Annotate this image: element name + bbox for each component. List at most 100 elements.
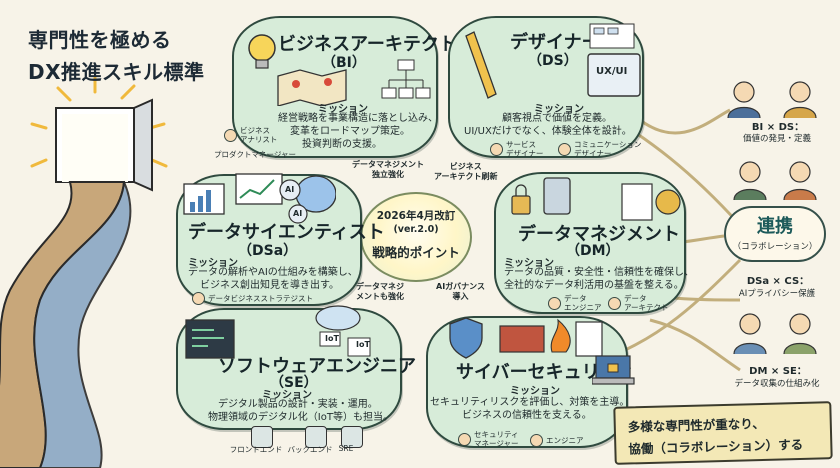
- card-data-scientist: AI AI データサイエンティスト （DSa） ミッション データの解析やAIの…: [176, 173, 385, 306]
- note-ai-governance: AIガバナンス 導入: [436, 282, 486, 301]
- card-title: ソフトウェアエンジニア: [218, 356, 416, 377]
- mission-label: ミッション: [504, 258, 554, 269]
- role-label: データビジネスストラテジスト: [208, 294, 313, 303]
- note-dm-independence: データマネジメント 独立強化: [352, 160, 424, 179]
- checklist-badge-icon: [621, 183, 681, 221]
- page-title-line1: 専門性を極める: [28, 28, 172, 52]
- role-data-architect: データ アーキテクト: [608, 294, 669, 312]
- collab-title: 連携: [757, 216, 793, 237]
- collab-pair-dsa-cs-sub: AIプライバシー保護: [738, 289, 816, 299]
- wireframe-icon: [589, 23, 635, 49]
- banner-line1: 多様な専門性が重なり、: [627, 415, 765, 435]
- role-label: データ アーキテクト: [624, 294, 669, 312]
- database-server-icon: [511, 177, 571, 215]
- person-avatar-icon: [608, 296, 621, 310]
- frontend-icon: [251, 426, 273, 448]
- backend-icon: [305, 426, 327, 448]
- role-label: プロダクトマネージャー: [214, 150, 296, 159]
- mission-line-1: デジタル製品の設計・実装・運用。: [218, 399, 378, 410]
- role-product-manager: プロダクトマネージャー: [214, 150, 296, 159]
- org-chart-icon: [381, 59, 431, 99]
- brain-icon: [279, 175, 336, 224]
- map-icon: [277, 69, 347, 106]
- role-data-business-strategist: データビジネスストラテジスト: [192, 292, 313, 305]
- mission-line-2: UI/UXだけでなく、体験全体を設計。: [464, 126, 632, 137]
- role-label: ビジネス アナリスト: [240, 126, 278, 144]
- mission-line-2: ビジネスの信頼性を支える。: [462, 410, 592, 421]
- card-designer: デザイナー （DS） UX/UI ミッション 顧客視点で価値を定義。 UI/UX…: [448, 16, 644, 158]
- role-security-manager: セキュリティ マネージャー: [458, 430, 519, 448]
- mission-line-2: 物理領域のデジタル化（IoT等）も担当。: [208, 412, 393, 423]
- code-editor-icon: [185, 319, 235, 359]
- note-dm-strengthen: データマネジ メントも強化: [356, 282, 404, 301]
- center-strategic-point: 2026年4月改訂 (ver.2.0) 戦略的ポイント: [360, 192, 472, 282]
- card-abbr: （SE）: [270, 375, 318, 391]
- card-title: データマネジメント: [518, 224, 680, 245]
- shield-icon: [449, 317, 483, 359]
- mission-label: ミッション: [318, 104, 368, 115]
- mission-line-2: ビジネス創出知見を導き出す。: [200, 280, 339, 291]
- mission-line-1: データの品質・安全性・信頼性を確保し、: [504, 267, 694, 278]
- sre-icon: [341, 426, 363, 448]
- iot-label: IoT: [356, 340, 370, 349]
- mission-line-3: 投資判断の支援。: [302, 139, 382, 150]
- ux-ui-label: UX/UI: [596, 66, 628, 77]
- collab-pair-bi-ds: BI × DS：: [751, 122, 805, 133]
- role-communication-designer: コミュニケーション デザイナー: [558, 140, 641, 158]
- mission-line-1: 顧客視点で価値を定義。: [502, 113, 612, 124]
- role-label: サービス デザイナー: [506, 140, 544, 158]
- collab-center: 連携 （コラボレーション）: [724, 206, 826, 262]
- card-software-engineer: IoT IoT ソフトウェアエンジニア （SE） ミッション デジタル製品の設計…: [176, 305, 416, 430]
- people-dsa-cs-icon: [733, 161, 817, 200]
- mission-label: ミッション: [262, 390, 312, 401]
- tool-sre: [322, 426, 363, 452]
- banner-line2: 協働（コラボレーション）する: [628, 436, 804, 457]
- collab-pair-dm-se: DM × SE：: [749, 366, 807, 377]
- role-label: エンジニア: [546, 436, 584, 445]
- page-title-line2: DX推進スキル標準: [28, 60, 205, 84]
- mission-line-2: 変革をロードマップ策定。: [290, 126, 410, 137]
- footer-banner: 多様な専門性が重なり、 協働（コラボレーション）する: [613, 401, 833, 465]
- chart-screen-icon: [183, 183, 225, 215]
- firewall-icon: [499, 325, 545, 353]
- center-line2: (ver.2.0): [393, 224, 439, 235]
- ux-ui-tablet-icon: [587, 53, 641, 97]
- role-engineer: エンジニア: [530, 434, 584, 447]
- mission-label: ミッション: [510, 386, 560, 397]
- person-avatar-icon: [490, 142, 503, 156]
- role-service-designer: サービス デザイナー: [490, 140, 543, 158]
- iot-label: IoT: [325, 334, 339, 343]
- mission-line-2: 全社的なデータ利活用の基盤を整える。: [504, 280, 684, 291]
- role-label: データ エンジニア: [564, 294, 602, 312]
- tool-backend: [286, 426, 327, 452]
- people-dm-se-icon: [733, 313, 817, 355]
- laptop-lock-icon: [592, 355, 635, 385]
- document-check-icon: [575, 321, 603, 357]
- card-abbr: （BI）: [322, 55, 366, 71]
- role-label: セキュリティ マネージャー: [474, 430, 519, 448]
- mission-label: ミッション: [188, 258, 238, 269]
- ai-label: AI: [293, 209, 303, 218]
- ai-screen-icon: [235, 173, 283, 205]
- collab-pair-dsa-cs: DSa × CS：: [746, 276, 810, 287]
- person-avatar-icon: [192, 292, 205, 305]
- mission-line-1: データの解析やAIの仕組みを構築し、: [188, 267, 358, 278]
- note-ba-renewal: ビジネス アーキテクト刷新: [434, 162, 498, 181]
- person-avatar-icon: [558, 142, 571, 156]
- door-icon: [55, 98, 153, 192]
- center-line1: 2026年4月改訂: [376, 210, 456, 222]
- card-title: デザイナー: [510, 32, 600, 53]
- mission-line-1: セキュリティリスクを評価し、対策を主導。: [430, 397, 630, 408]
- lightbulb-icon: [248, 34, 276, 69]
- security-icons: [449, 317, 603, 359]
- card-title: データサイエンティスト: [188, 222, 385, 243]
- mission-line-1: 経営戦略を事業構造に落とし込み、: [278, 113, 438, 124]
- ai-label: AI: [285, 185, 295, 194]
- people-bi-ds-icon: [727, 81, 817, 118]
- person-avatar-icon: [548, 296, 561, 310]
- role-business-analyst: ビジネス アナリスト: [224, 126, 277, 144]
- tool-frontend: [232, 426, 273, 452]
- mission-label: ミッション: [534, 104, 584, 115]
- collab-pair-bi-ds-sub: 価値の発見・定義: [742, 134, 811, 144]
